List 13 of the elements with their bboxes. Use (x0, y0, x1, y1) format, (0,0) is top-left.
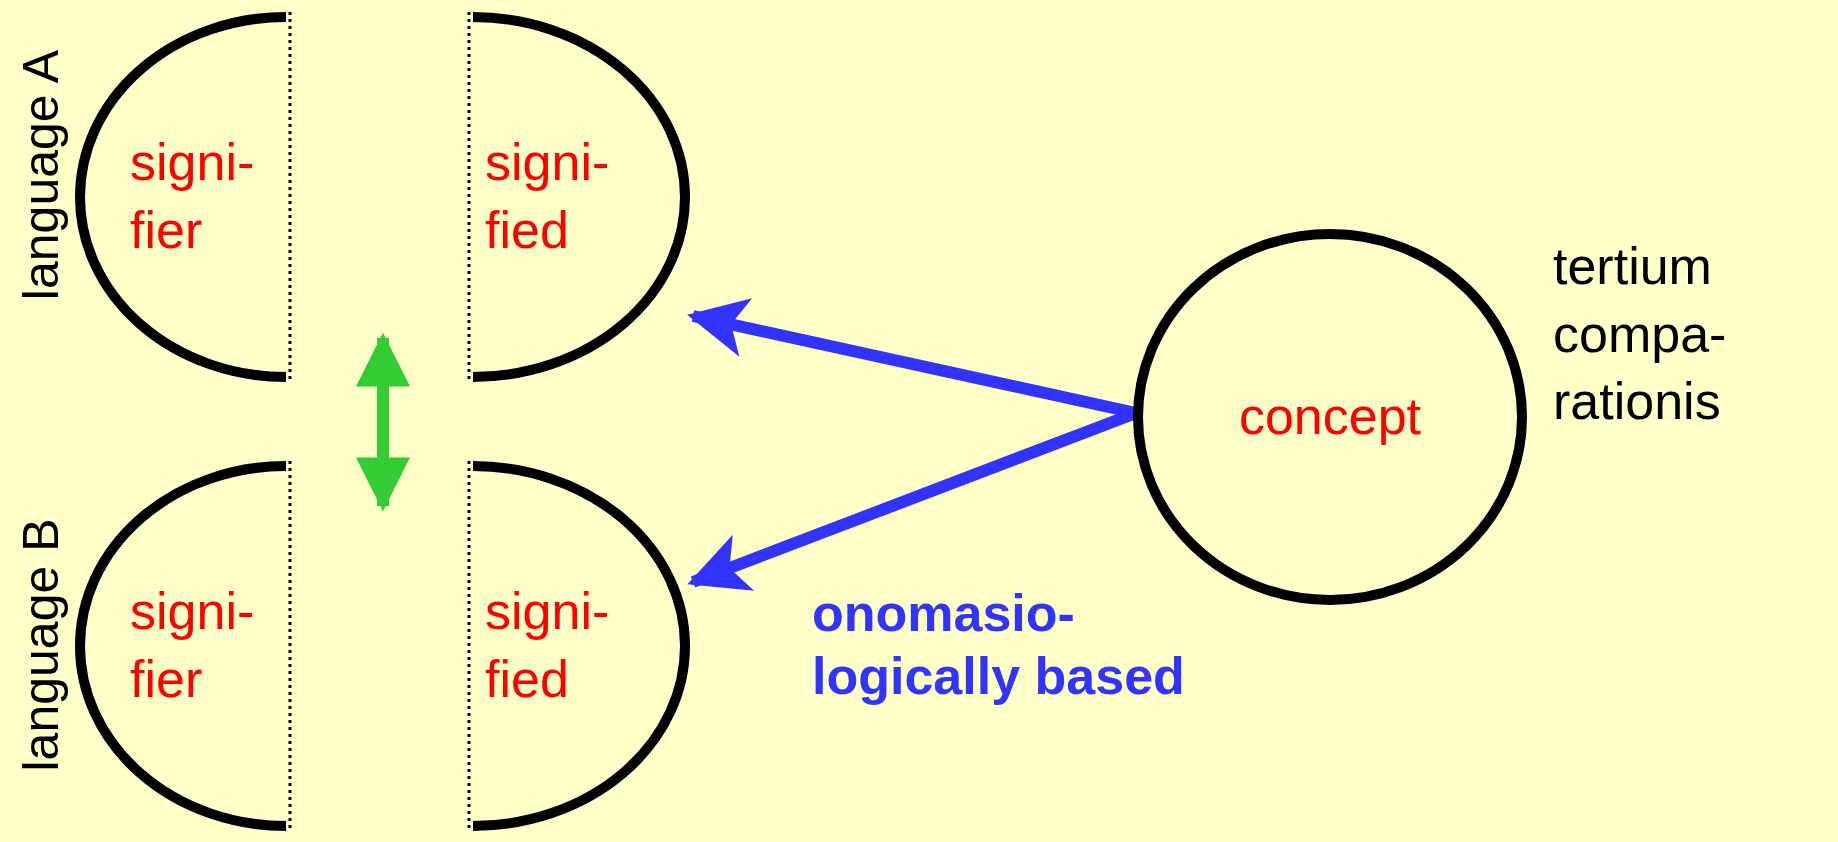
half-circle (469, 461, 691, 831)
node-label: concept (1238, 386, 1422, 448)
half-circle (76, 12, 290, 382)
language-label: language B (16, 518, 66, 772)
node-label: signi- fier (130, 581, 256, 710)
language-label: language A (16, 49, 66, 301)
node-label: signi- fied (485, 581, 611, 710)
half-circle (469, 12, 691, 382)
node-label: signi- fier (130, 132, 256, 261)
annotation-text: onomasio- logically based (812, 583, 1186, 708)
caption-text: tertium compa- rationis (1553, 236, 1728, 433)
node-label: signi- fied (485, 132, 611, 261)
half-circle (76, 461, 290, 831)
